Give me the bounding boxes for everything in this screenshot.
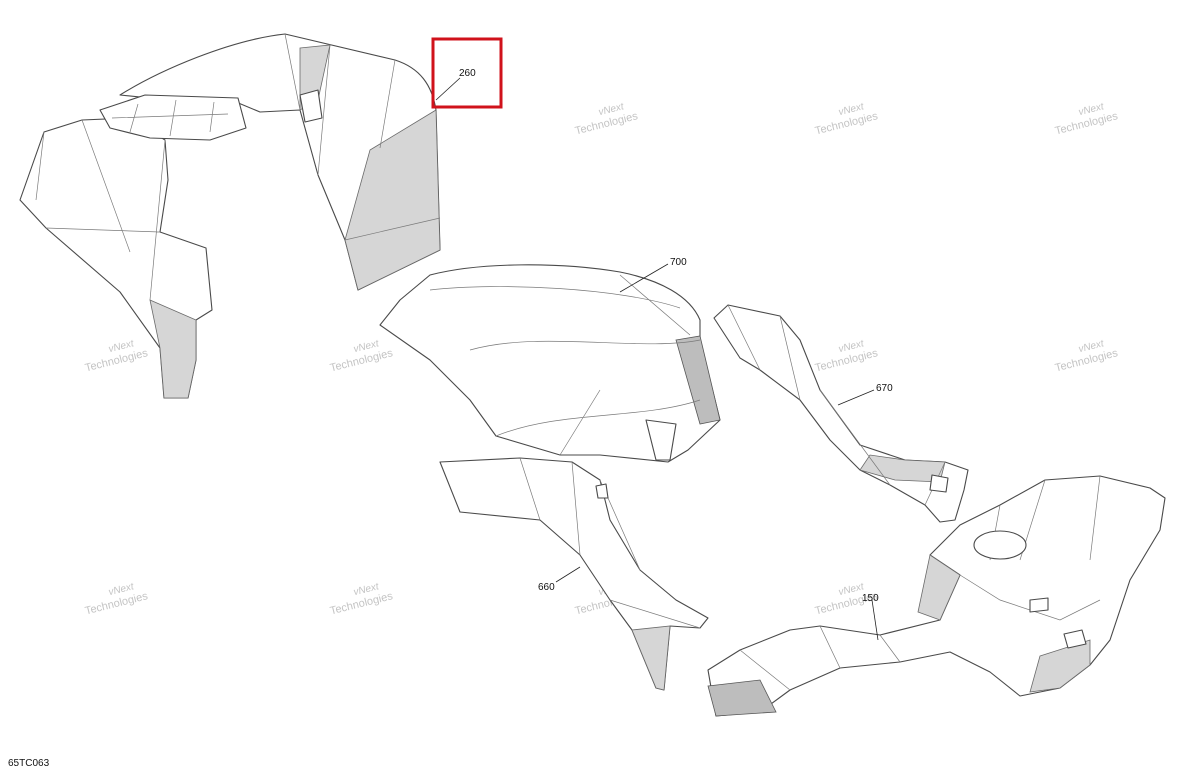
callout-label-700: 700 [670,257,687,268]
callout-660[interactable]: 660 [538,566,581,593]
callout-700[interactable]: 700 [619,257,687,293]
part-150-rear-body[interactable] [707,475,1166,717]
callout-670[interactable]: 670 [837,383,893,406]
part-260-front-panel[interactable] [19,33,441,399]
callout-label-150: 150 [862,593,879,604]
part-670-right-side-panel[interactable] [713,304,969,523]
callout-label-660: 660 [538,582,555,593]
diagram-code: 65TC063 [8,758,50,769]
callout-label-260: 260 [459,68,476,79]
highlight-box [431,37,503,109]
callout-260[interactable]: 260 [431,37,503,109]
part-700-upper-hood[interactable] [379,264,721,463]
part-660-left-side-panel[interactable] [439,457,709,691]
callout-label-670: 670 [876,383,893,394]
callout-150[interactable]: 150 [862,593,879,641]
